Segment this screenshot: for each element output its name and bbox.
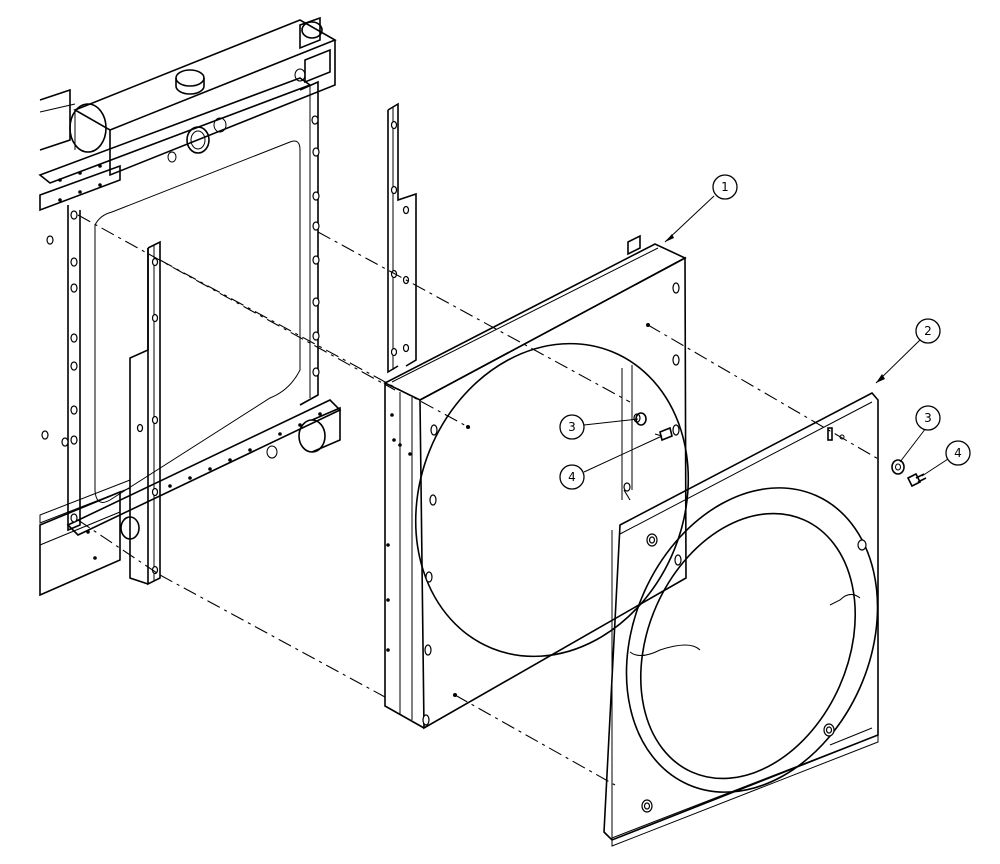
left-strip-holes — [136, 257, 159, 575]
radiator-mounting-holes — [41, 115, 320, 523]
callout-4b-label: 4 — [954, 446, 962, 460]
callout-1-label: 1 — [721, 180, 729, 194]
callout-4a: 4 — [559, 435, 663, 490]
lower-hose-neck — [298, 419, 326, 453]
fan-shroud-box — [383, 234, 690, 730]
callout-2: 2 — [875, 318, 941, 384]
washer-right — [891, 459, 905, 475]
radiator-cap — [175, 69, 205, 87]
bottom-mount-bar — [66, 399, 342, 536]
bolt-right — [906, 472, 927, 488]
callout-3b: 3 — [899, 405, 941, 463]
mount-bar-perforations — [58, 164, 322, 560]
shroud-front-face — [419, 256, 687, 730]
shroud-fan-opening — [414, 342, 690, 658]
radiator-right-rail — [299, 80, 319, 406]
top-mount-bar — [38, 77, 312, 184]
callout-3b-label: 3 — [924, 411, 932, 425]
center-seal-strip — [387, 102, 417, 374]
shroud-hardware — [635, 412, 673, 442]
radiator-left-rail — [67, 205, 81, 532]
guard-inner-ring — [639, 512, 857, 780]
center-strip-holes — [390, 120, 410, 357]
left-seal-strip — [129, 240, 161, 586]
fan-guard-plate — [603, 391, 879, 847]
callout-3a: 3 — [559, 414, 639, 440]
assembly-centerlines — [77, 214, 881, 786]
guard-outer-plate — [603, 391, 879, 841]
guard-fasteners — [641, 533, 867, 813]
radiator-core — [38, 16, 342, 597]
inlet-pipe — [39, 88, 71, 151]
callout-1: 1 — [664, 174, 738, 243]
callout-4a-label: 4 — [568, 470, 576, 484]
shroud-holes — [386, 282, 682, 726]
callout-2-label: 2 — [924, 324, 932, 338]
radiator-core-face — [94, 140, 301, 503]
callout-3a-label: 3 — [568, 420, 576, 434]
shroud-top-face — [383, 243, 687, 401]
guard-outer-ring — [625, 487, 879, 793]
callout-4b: 4 — [921, 440, 971, 477]
